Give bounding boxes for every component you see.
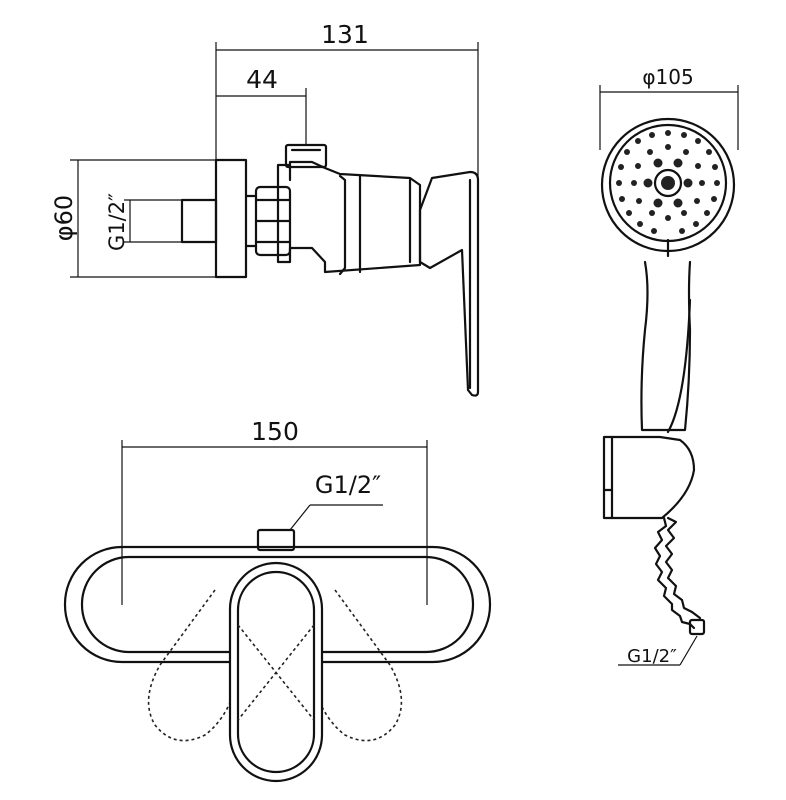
dimension-label-phi60: φ60 xyxy=(50,195,78,241)
valve-body xyxy=(276,160,422,274)
spray-nozzles xyxy=(616,130,720,234)
front-view: 150 G1/2″ xyxy=(63,417,492,783)
hose-connector xyxy=(688,618,706,636)
thread-label-front: G1/2″ xyxy=(315,471,381,499)
wall-flange xyxy=(214,158,248,279)
hand-shower-view: φ105 xyxy=(599,65,739,667)
dimension-inlet-offset: 44 xyxy=(216,65,307,145)
dimension-label-phi105: φ105 xyxy=(642,65,693,89)
dimension-head-diameter: φ105 xyxy=(599,65,739,150)
lever-rotation-positions xyxy=(147,589,403,742)
front-thread-callout: G1/2″ xyxy=(289,471,383,531)
dimension-flange-diameter: φ60 xyxy=(50,159,216,278)
thread-label-hose: G1/2″ xyxy=(627,646,677,667)
top-outlet xyxy=(284,143,328,169)
dimension-inlet-thread: G1/2″ xyxy=(105,193,182,251)
side-view: 131 44 φ60 G1/2″ xyxy=(50,20,480,397)
wall-bracket xyxy=(602,435,696,520)
shower-handle xyxy=(640,260,692,432)
dimension-label-131: 131 xyxy=(321,20,369,49)
thread-label-side: G1/2″ xyxy=(105,193,129,251)
dimension-front-width: 150 xyxy=(121,417,428,605)
flexible-hose xyxy=(653,516,696,630)
hex-nut xyxy=(244,185,292,257)
dimension-label-150: 150 xyxy=(251,417,299,446)
front-top-outlet xyxy=(256,528,296,552)
hose-thread-callout: G1/2″ xyxy=(618,635,698,667)
dimension-total-depth: 131 xyxy=(215,20,479,180)
lever-handle xyxy=(418,170,480,397)
inlet-thread xyxy=(180,198,218,244)
front-lever-inner xyxy=(236,570,316,774)
dimension-label-44: 44 xyxy=(246,65,278,94)
cartridge-housing xyxy=(338,174,347,276)
center-nozzle-ring xyxy=(653,168,683,198)
